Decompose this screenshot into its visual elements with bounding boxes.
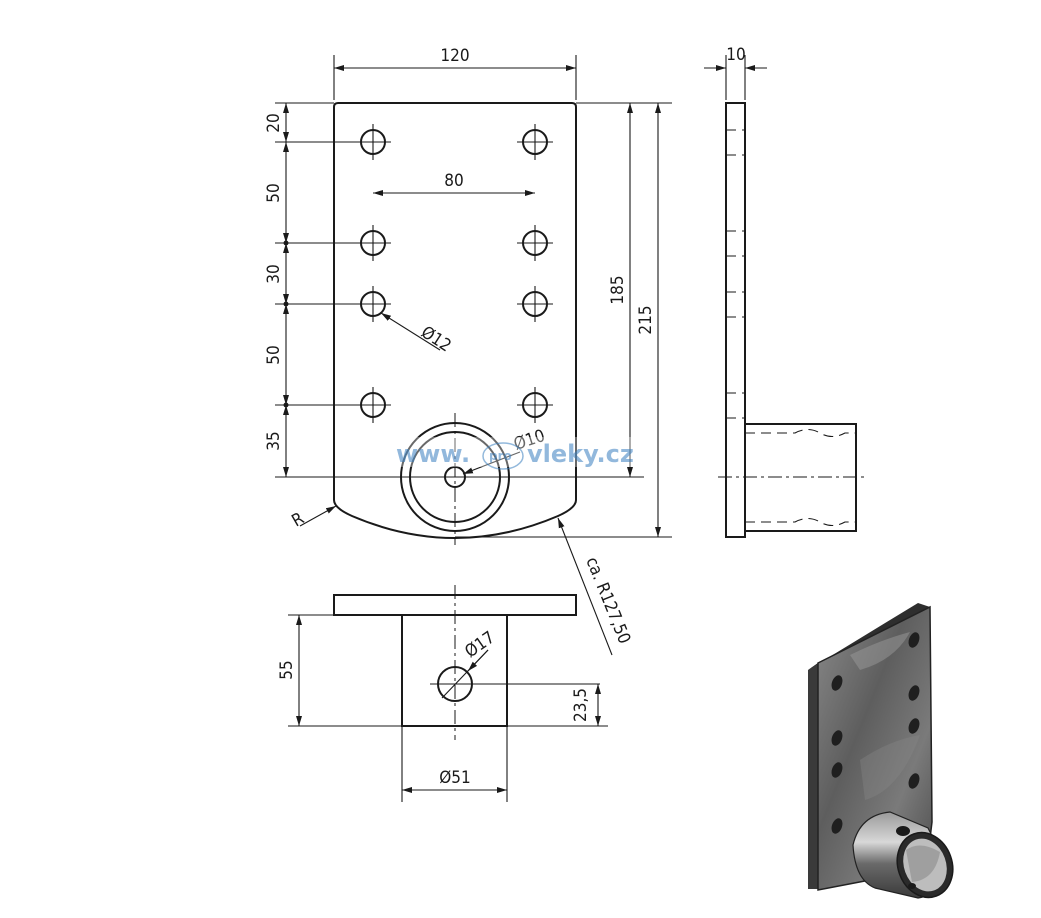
dim-radius: R xyxy=(289,509,309,532)
dim-hole-dia: Ø12 xyxy=(417,322,454,356)
dim-side-hole-offset: 23,5 xyxy=(571,688,591,722)
dim-215: 215 xyxy=(636,305,656,334)
dim-width: 120 xyxy=(440,46,469,66)
dim-tube-dia: Ø51 xyxy=(439,768,471,788)
dim-30: 30 xyxy=(264,264,284,283)
product-photo xyxy=(808,603,954,899)
dim-20: 20 xyxy=(264,113,284,132)
dim-50a: 50 xyxy=(264,183,284,202)
svg-text:vleky.cz: vleky.cz xyxy=(527,440,634,468)
watermark: www. pro vleky.cz xyxy=(395,437,645,470)
dim-35: 35 xyxy=(264,431,284,450)
dim-185: 185 xyxy=(608,275,628,304)
front-view: 120 80 20 50 30 50 35 185 215 Ø12 xyxy=(264,46,672,656)
svg-text:www.: www. xyxy=(396,440,470,468)
dim-50b: 50 xyxy=(264,345,284,364)
svg-text:pro: pro xyxy=(489,449,512,463)
dim-hole-spacing: 80 xyxy=(444,171,463,191)
dim-radius-arc: ca. R127,50 xyxy=(581,554,634,646)
side-view: 10 xyxy=(704,45,868,538)
plate-side xyxy=(725,102,746,538)
plate-outline xyxy=(333,102,577,539)
dim-tube-height: 55 xyxy=(277,660,297,679)
dim-thickness: 10 xyxy=(726,45,745,65)
bottom-view: 55 23,5 Ø17 Ø51 xyxy=(277,585,608,802)
dim-side-hole-dia: Ø17 xyxy=(461,628,498,662)
